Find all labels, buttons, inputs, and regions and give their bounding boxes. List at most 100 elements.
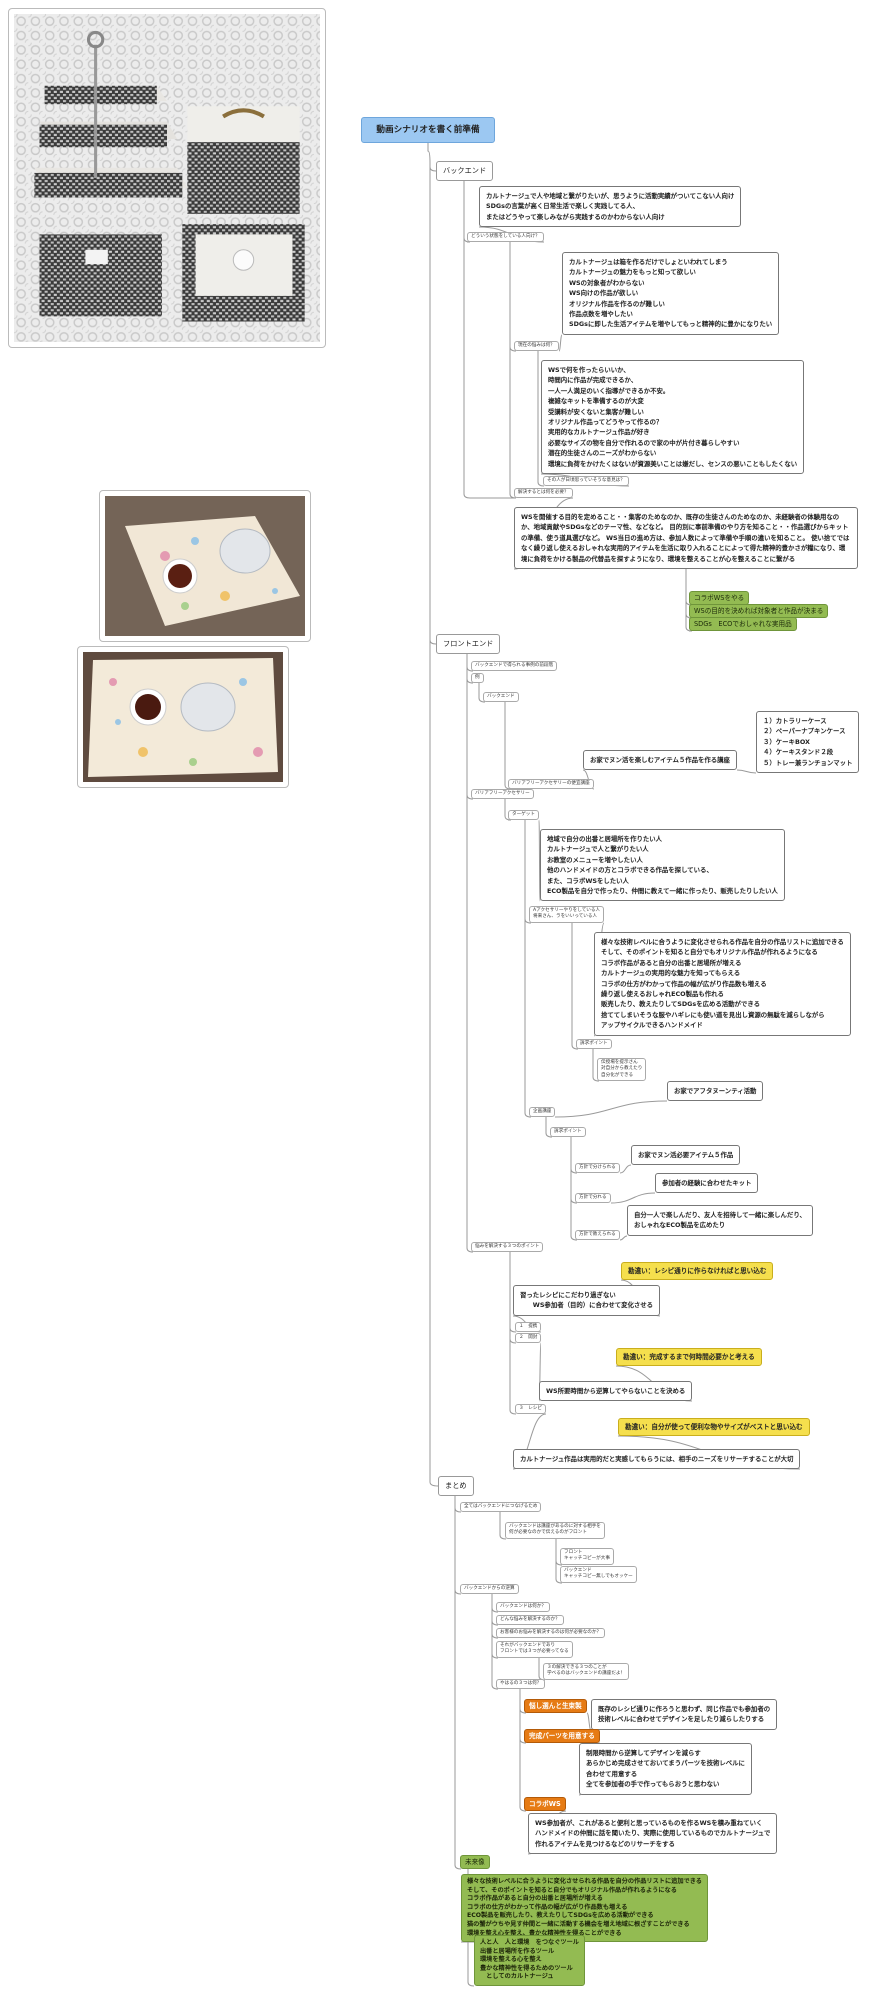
connector [592,1076,600,1082]
goal-sdgs-eco[interactable]: SDGs ECOでおしゃれな実用品 [689,617,797,631]
summary-reverse[interactable]: バックエンドからの逆算 [460,1584,519,1595]
branch-frontend[interactable]: フロントエンド [436,634,501,654]
appeal-kit[interactable]: 参加者の経験に合わせたキット [655,1173,759,1194]
connector [555,1578,563,1584]
misconception-size[interactable]: 勘違い：自分が使って便利な物やサイズがベストと思い込む [618,1418,810,1436]
mat-with-teapot-photo [77,646,289,788]
connector [685,626,693,632]
connector [509,1409,517,1415]
summary-point-parts-note[interactable]: 制限時間から逆算してデザインを減らす あらかじめ完成させておいてまうパーツを技術… [579,1743,752,1795]
connector [467,1981,475,1987]
frontend-example-label[interactable]: 例 [471,673,484,684]
tray-with-teapot-photo [99,490,311,642]
point-3-label[interactable]: ３ レシピ [515,1404,546,1415]
course-items-node[interactable]: １）カトラリーケース ２）ペーパーナプキンケース ３）ケーキBOX ４）ケーキス… [756,711,860,774]
frontend-plan-label[interactable]: 企画講座 [529,1107,556,1118]
connector [619,1235,628,1241]
backend-opinion-note[interactable]: WSで何を作ったらいいか、 時間内に作品が完成できるか、 一人一人満足のいく指導… [541,360,805,475]
fix-research[interactable]: カルトナージュ作品は実用的だと実感してもらうには、相手のニーズをリサーチすること… [513,1449,801,1470]
connector [538,819,541,902]
summary-what-backend[interactable]: バックエンドは何か？ [496,1602,550,1613]
appeal-point-2[interactable]: 方針で分れる [575,1193,611,1204]
connector [558,334,563,352]
frontend-target-accessory[interactable]: Aアクセサリーやりをしている人 将来さん、ラをいいっている人 [529,906,605,923]
appeal-enjoy[interactable]: 自分一人で楽しんだり、友人を招待して一緒に楽しんだり、 おしゃれなECO製品を広… [627,1205,813,1236]
point-1-label[interactable]: １ 提携 [515,1322,542,1333]
connector [429,166,437,172]
connector [519,1806,527,1812]
appeal-five-items[interactable]: お家でヌン活必要アイテム５作品 [631,1145,741,1166]
connector [545,1132,553,1138]
connector [491,1684,499,1690]
branch-backend[interactable]: バックエンド [436,161,494,181]
future-tool-note[interactable]: 人と人 人と環境 をつなぐツール 出番と居場所を作るツール 環境を整える心を整え… [474,1935,585,1986]
summary-three-what[interactable]: やはるの３つは何？ [496,1679,546,1690]
summary-front-catchcopy[interactable]: フロント キャッチコピーが大事 [560,1548,614,1565]
frontend-target-note[interactable]: 地域で自分の出番と居場所を作りたい人 カルトナージュで人と繋がりたい人 お教室の… [540,829,785,902]
fix-time[interactable]: WS所要時間から逆算してやらないことを決める [539,1381,693,1402]
connector [499,1534,507,1540]
connector [463,493,514,499]
backend-question-solution[interactable]: 解決するとは何を必要？ [514,488,573,499]
point-2-label[interactable]: ２ 開封 [515,1333,542,1344]
frontend-appeal-label[interactable]: 訴求ポイント [576,1039,612,1050]
goal-collab-ws[interactable]: コラボWSをやる [689,591,750,605]
summary-point-collab-note[interactable]: WS参加者が、これがあると便利と思っているものを作るWSを積み重ねていく ハンド… [528,1813,778,1855]
future-label[interactable]: 未来像 [460,1855,490,1869]
appeal-point-3[interactable]: 方針で教えられる [575,1230,620,1241]
connector [524,1112,532,1118]
frontend-barrierfree-course[interactable]: バリアフリーアクセサリーの便宜講座 [508,779,594,790]
frontend-barrierfree-label[interactable]: バリアフリーアクセサリー [471,789,534,800]
root-node[interactable]: 動画シナリオを書く前準備 [361,117,495,143]
connector [537,481,545,487]
connector [429,1481,439,1487]
photo-image [14,14,320,342]
backend-question-worries[interactable]: 現在の悩みは何？ [514,341,559,352]
connector [509,493,517,499]
backend-worries-note[interactable]: カルトナージュは箱を作るだけでしょといわれてしまう カルトナージュの魅力をもっと… [562,252,780,335]
frontend-three-points[interactable]: 悩みを解決する３つのポイント [471,1242,544,1253]
misconception-recipe[interactable]: 勘違い：レシピ通りに作らなければと思い込む [621,1262,774,1280]
fix-recipe[interactable]: 習ったレシピにこだわり過ぎない WS参加者（目的）に合わせて変化させる [513,1285,661,1316]
summary-back-catchcopy[interactable]: バックエンド キャッチコピー無しでもオッケー [560,1566,637,1583]
summary-frontend-role[interactable]: バックエンドは講座があるのに対する相手を 何が必要なのかで伝えるのがフロント [505,1522,605,1539]
summary-point-simplify[interactable]: 悩し選んと生束製 [524,1699,587,1713]
photo-image [83,652,283,782]
connector [619,1164,632,1174]
goal-ws-purpose[interactable]: WSの目的を決めれば対象者と作品が決まる [689,604,829,618]
summary-what-needed[interactable]: お客様のお悩みを解決するのは何が必要なのか？ [496,1628,606,1639]
summary-three-learn[interactable]: ３の解決できる３つのことが 学べるのはバックエンドの講座だよ！ [543,1663,630,1680]
summary-point-simplify-note[interactable]: 既存のレシピ通りに作ろうと思わず、同じ作品でも参加者の 技術レベルに合わせてデザ… [591,1699,778,1730]
connector [570,1235,578,1241]
frontend-effect-note[interactable]: 様々な技術レベルに合うように変化させられる作品を自分の作品リストに追加できる そ… [594,932,851,1036]
future-note[interactable]: 様々な技術レベルに合うように変化させられる作品を自分の作品リストに追加できる そ… [461,1874,708,1943]
summary-what-worry[interactable]: どんな悩みを解決するのか？ [496,1615,564,1626]
appeal-point-1[interactable]: 方針で分けられる [575,1163,620,1174]
connector [610,1192,656,1204]
backend-question-target[interactable]: どういう状態をしている人向け？ [467,232,544,243]
frontend-target-label[interactable]: ターゲット [508,810,539,821]
connector [478,697,486,703]
backend-solution-note[interactable]: WSを開催する目的を定めること・・集客のためなのか、既存の生徒さんのためなのか、… [514,507,858,570]
backend-target-note[interactable]: カルトナージュで人や地域と繋がりたいが、思うように活動実績がついてこない人向け … [479,186,742,228]
connector [736,769,757,774]
frontend-stage-label[interactable]: バックエンドで得られる事例の前段階 [471,661,558,672]
frontend-appeal-label-2[interactable]: 訴求ポイント [550,1127,586,1138]
backend-question-opinion[interactable]: その人が日頃思っていそうな意見は？ [543,476,629,487]
course-node[interactable]: お家でヌン活を楽しむアイテム５作品を作る講座 [583,750,737,771]
connector [466,1247,474,1253]
frontend-backend-label[interactable]: バックエンド [483,692,519,703]
summary-backend-purpose[interactable]: 全てはバックエンドにつなげるため [460,1502,542,1513]
photo-image [105,496,305,636]
afternoon-tea-node[interactable]: お家でアフタヌーンティ活動 [667,1081,764,1102]
summary-that-is-backend[interactable]: それがバックエンドであり フロントでは３つが必要ってなる [496,1641,573,1658]
connector [454,1864,462,1870]
misconception-time[interactable]: 勘違い：完成するまで何時間必要かと考える [616,1348,762,1366]
connector [571,1044,579,1050]
summary-point-collab[interactable]: コラボWS [524,1797,566,1811]
connector [554,1100,668,1118]
connector [429,639,437,645]
frontend-appeal-note[interactable]: 伝授場を提示さん 対自分から教えたり 自分化ができる [597,1058,647,1082]
branch-summary[interactable]: まとめ [438,1476,474,1496]
summary-point-parts[interactable]: 完成パーツを用意する [524,1729,600,1743]
